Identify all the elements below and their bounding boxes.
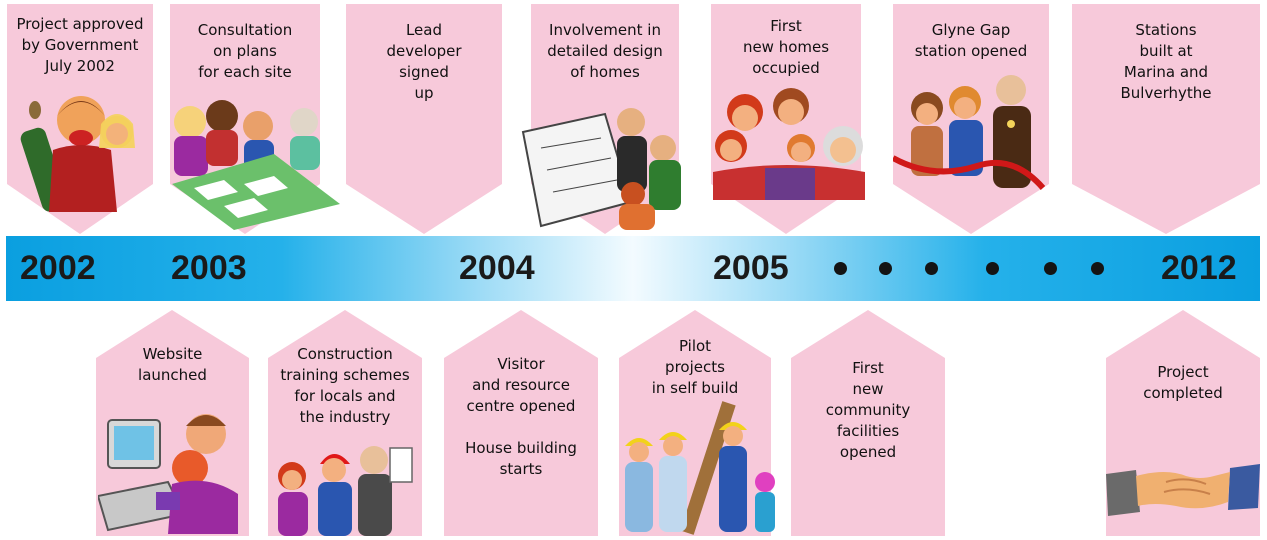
event-label: Website launched (138, 345, 207, 384)
ellipsis-dot (879, 262, 892, 275)
champagne-celebration-icon (13, 88, 139, 220)
event-label: Glyne Gap station opened (914, 21, 1028, 60)
top-event-card: First new homes occupied (711, 4, 865, 234)
event-label: Lead developer signed up (386, 21, 462, 102)
year-label: 2012 (1161, 249, 1237, 287)
year-label: 2005 (713, 249, 789, 287)
ellipsis-dot (925, 262, 938, 275)
ribbon-cutting-icon (891, 72, 1063, 208)
bottom-event-card: First new community facilities opened (791, 310, 945, 536)
arrow-up-shape (96, 310, 249, 536)
workers-training-icon (270, 438, 420, 540)
ellipsis-dot (834, 262, 847, 275)
people-reviewing-plans-icon (521, 108, 697, 236)
ellipsis-dot (1091, 262, 1104, 275)
event-label: Construction training schemes for locals… (280, 345, 410, 426)
builders-carrying-plank-icon (611, 400, 777, 540)
bottom-event-card: Visitor and resource centre opened House… (444, 310, 598, 536)
event-label: Project completed (1143, 363, 1223, 402)
top-event-card: Involvement in detailed design of homes (521, 4, 681, 234)
ellipsis-dot (986, 262, 999, 275)
event-label: Stations built at Marina and Bulverhythe (1120, 21, 1212, 102)
bottom-event-card: Website launched (96, 310, 249, 536)
top-event-card: Lead developer signed up (346, 4, 502, 234)
top-event-card: Project approved by Government July 2002 (7, 4, 153, 234)
year-label: 2004 (459, 249, 535, 287)
handshake-icon (1106, 450, 1260, 524)
event-label: First new community facilities opened (825, 359, 911, 461)
arrow-up-shape (791, 310, 945, 536)
arrow-down-shape (346, 4, 502, 234)
family-group-icon (705, 88, 871, 204)
bottom-event-card: Project completed (1106, 310, 1260, 536)
event-label: Involvement in detailed design of homes (547, 21, 663, 81)
year-label: 2002 (20, 249, 96, 287)
event-label: Consultation on plans for each site (197, 21, 293, 81)
event-label: Pilot projects in self build (651, 337, 739, 397)
top-event-card: Stations built at Marina and Bulverhythe (1072, 4, 1260, 234)
bottom-event-card: Construction training schemes for locals… (268, 310, 422, 536)
top-event-card: Consultation on plans for each site (170, 4, 340, 234)
bottom-event-card: Pilot projects in self build (619, 310, 775, 536)
arrow-up-shape (444, 310, 598, 536)
ellipsis-dot (1044, 262, 1057, 275)
top-event-card: Glyne Gap station opened (891, 4, 1049, 234)
year-label: 2003 (171, 249, 247, 287)
person-at-computer-icon (96, 404, 248, 540)
people-with-site-model-icon (164, 92, 344, 236)
event-label: First new homes occupied (742, 17, 830, 77)
arrow-down-shape (1072, 4, 1260, 234)
event-label: Visitor and resource centre opened House… (465, 355, 577, 478)
event-label: Project approved by Government July 2002 (16, 15, 144, 75)
